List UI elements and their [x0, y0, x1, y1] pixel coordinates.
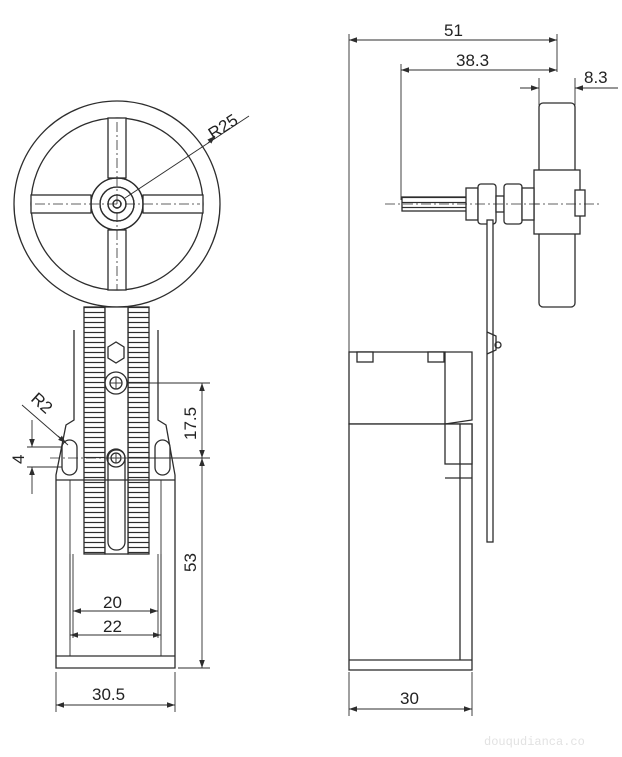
dim-4: 4 — [9, 420, 62, 494]
dim-label-51: 51 — [444, 21, 463, 40]
dim-label-8-3: 8.3 — [584, 68, 608, 87]
roller-wheel-side — [530, 102, 600, 308]
dim-label-30: 30 — [400, 689, 419, 708]
dim-8-3: 8.3 — [520, 68, 618, 105]
lever-side — [486, 219, 502, 543]
dim-label-22: 22 — [103, 617, 122, 636]
dim-51: 51 — [348, 21, 558, 352]
dim-label-r25: R25 — [205, 110, 242, 143]
side-view: 51 38.3 8.3 — [348, 21, 618, 716]
dim-label-17-5: 17.5 — [181, 407, 200, 440]
dim-53: 53 — [178, 458, 210, 669]
dim-label-38-3: 38.3 — [456, 51, 489, 70]
dim-30: 30 — [348, 672, 473, 716]
housing-front — [50, 330, 185, 669]
dim-20-22: 20 22 — [69, 554, 162, 640]
dim-30-5: 30.5 — [55, 672, 176, 712]
lever-arm — [83, 306, 150, 555]
dim-17-5: 17.5 — [128, 382, 210, 459]
dim-label-20: 20 — [103, 593, 122, 612]
watermark-text: douqudianca.co — [484, 735, 585, 749]
housing-side — [348, 351, 473, 671]
threaded-shaft — [385, 183, 540, 225]
dim-label-30-5: 30.5 — [92, 685, 125, 704]
dim-label-4: 4 — [9, 455, 28, 464]
front-view: R25 — [9, 100, 250, 712]
dim-label-53: 53 — [181, 553, 200, 572]
r2-dimension: R2 — [21, 389, 69, 446]
roller-wheel — [13, 100, 221, 308]
dim-38-3: 38.3 — [400, 51, 557, 200]
